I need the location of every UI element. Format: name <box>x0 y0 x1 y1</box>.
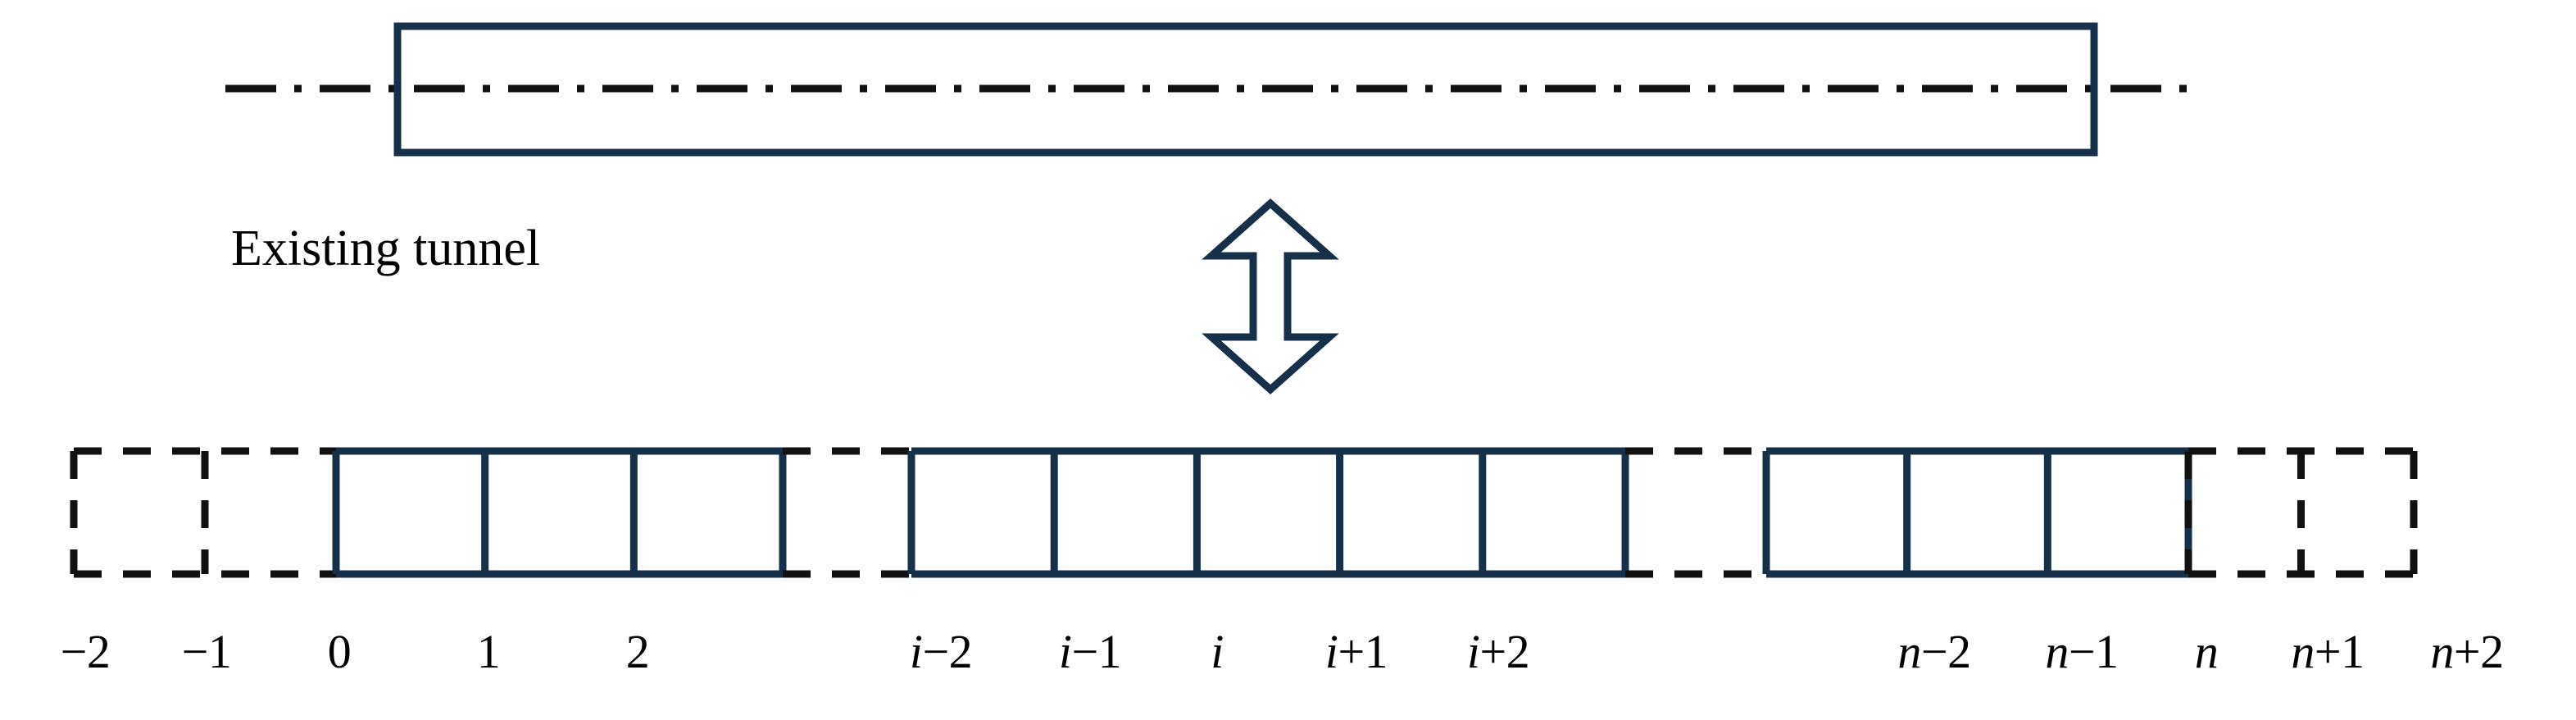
ring-index-label: n <box>2195 628 2219 676</box>
ring-index-offset: 0 <box>327 625 352 678</box>
ring-index-label: i−1 <box>1058 625 1122 678</box>
left-gap <box>783 447 911 578</box>
ring-index-offset: −1 <box>2068 625 2119 678</box>
ring-index-offset: +2 <box>2453 625 2504 678</box>
ring-index-variable: n <box>2430 625 2454 678</box>
ring-index-variable: i <box>1324 625 1338 678</box>
ring-index-offset: −2 <box>922 625 973 678</box>
existing-tunnel-label: Existing tunnel <box>231 221 541 276</box>
ring-index-offset: +1 <box>1338 625 1388 678</box>
segment-ring-row <box>70 447 2418 578</box>
ring-index-label: i <box>1211 628 1224 676</box>
ring-index-label: −1 <box>182 628 232 676</box>
ring-index-variable: n <box>2194 625 2219 678</box>
ring-index-label: i−2 <box>909 625 973 678</box>
ring-index-label: 2 <box>626 628 650 676</box>
ring-index-label: n−1 <box>2045 625 2119 678</box>
ring-index-variable: i <box>1466 625 1480 678</box>
ring-index-variable: n <box>2045 625 2069 678</box>
right-ellipsis-cells <box>2184 447 2414 578</box>
ring-index-variable: n <box>1897 625 1921 678</box>
ring-index-offset: 1 <box>476 625 501 678</box>
ring-index-label: n+2 <box>2430 625 2504 678</box>
ring-index-offset: −2 <box>1920 625 1971 678</box>
ring-index-offset: −2 <box>60 625 111 678</box>
ring-index-label: −2 <box>61 628 111 676</box>
existing-tunnel-group <box>225 22 2188 157</box>
ring-index-label: i+2 <box>1466 625 1530 678</box>
ring-index-label: 1 <box>477 628 501 676</box>
ring-index-offset: 2 <box>625 625 650 678</box>
existing-tunnel-rectangle <box>393 22 2098 157</box>
ring-index-label: i+1 <box>1325 628 1388 676</box>
ring-index-variable: i <box>1211 625 1224 678</box>
ring-index-variable: i <box>1058 625 1072 678</box>
ring-index-label: n+1 <box>2291 625 2365 678</box>
ring-index-offset: +1 <box>2314 625 2365 678</box>
ring-index-label: 0 <box>328 628 352 676</box>
ring-index-variable: n <box>2291 625 2315 678</box>
ring-index-offset: +2 <box>1479 625 1530 678</box>
right-segment-group <box>1762 447 2192 578</box>
vertical-double-arrow-icon <box>1202 198 1339 395</box>
ring-index-variable: i <box>909 625 923 678</box>
left-segment-group <box>332 447 787 578</box>
ring-index-label: n−2 <box>1897 625 1971 678</box>
right-gap <box>1625 447 1766 578</box>
ring-index-offset: −1 <box>1071 625 1122 678</box>
vertical-double-arrow-group <box>1202 198 1339 395</box>
ring-index-offset: −1 <box>181 625 232 678</box>
middle-segment-group <box>907 447 1629 578</box>
left-ellipsis-cells <box>70 447 336 578</box>
